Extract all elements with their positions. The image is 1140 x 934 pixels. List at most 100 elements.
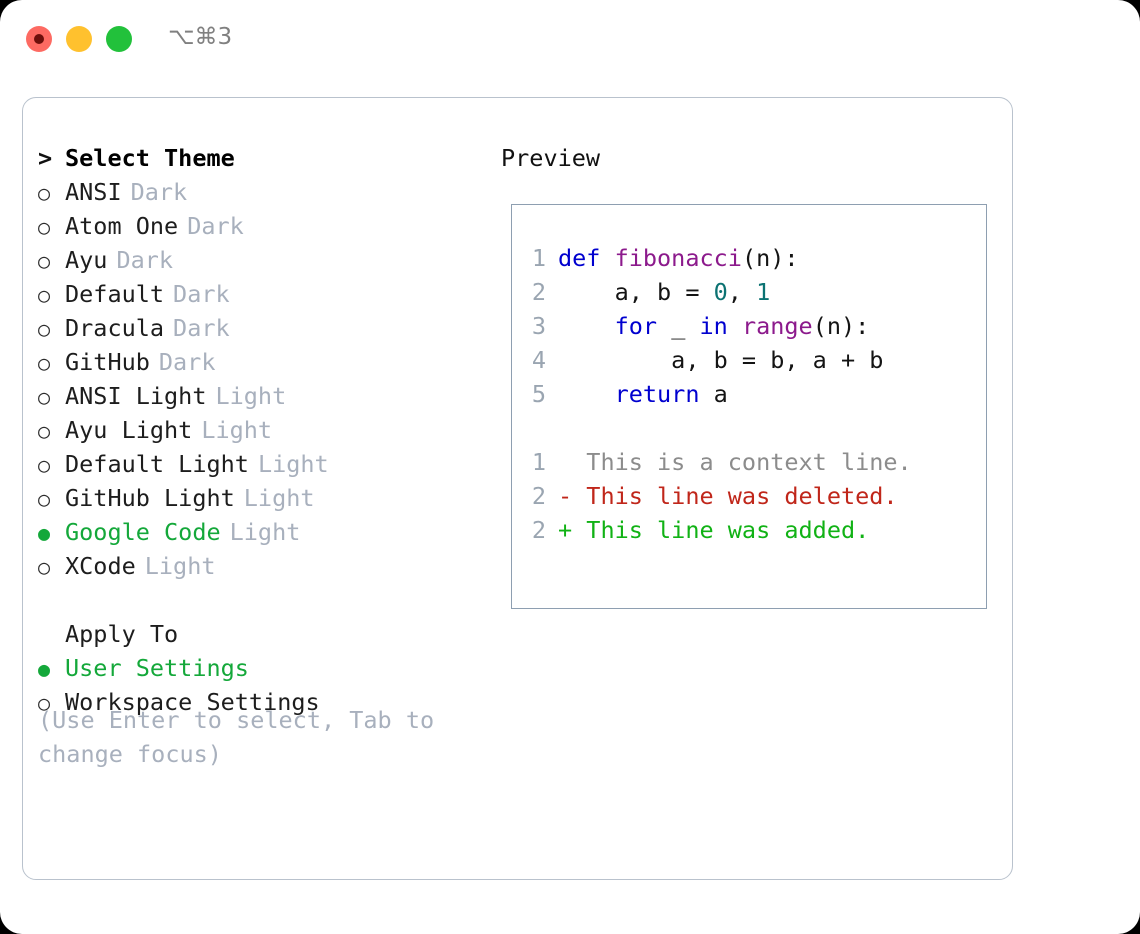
code-token: return xyxy=(558,380,714,408)
code-token: in xyxy=(699,312,742,340)
theme-option-xcode[interactable]: ○ XCode Light xyxy=(38,549,478,583)
spacer-icon: ○ xyxy=(38,618,65,652)
theme-option-ayu-light[interactable]: ○ Ayu Light Light xyxy=(38,413,478,447)
radio-unselected-icon: ○ xyxy=(38,317,51,341)
line-number: 2 xyxy=(531,516,546,544)
diff-line-del: 2 - This line was deleted. xyxy=(524,479,912,513)
keyboard-shortcut-label: ⌥⌘3 xyxy=(168,24,233,50)
radio-unselected-icon: ○ xyxy=(38,419,51,443)
line-number: 1 xyxy=(531,244,546,272)
code-line: 1 def fibonacci(n): xyxy=(524,241,912,275)
maximize-button[interactable] xyxy=(106,26,132,52)
minimize-button[interactable] xyxy=(66,26,92,52)
apply-to-option-user-settings[interactable]: ● User Settings xyxy=(38,651,478,685)
radio-unselected-icon: ○ xyxy=(38,283,51,307)
diff-line-text: + This line was added. xyxy=(558,516,870,544)
apply-to-option-label: Workspace Settings xyxy=(65,688,320,716)
theme-option-label: XCode xyxy=(65,552,136,580)
radio-unselected-icon: ○ xyxy=(38,453,51,477)
apply-to-header: ○Apply To xyxy=(38,617,478,651)
theme-option-github-light[interactable]: ○ GitHub Light Light xyxy=(38,481,478,515)
theme-option-label: Default Light xyxy=(65,450,249,478)
code-line: 4 a, b = b, a + b xyxy=(524,343,912,377)
code-token: a xyxy=(713,380,728,408)
code-token: for xyxy=(558,312,672,340)
code-token: a, b = xyxy=(558,278,714,306)
theme-option-label: Ayu Light xyxy=(65,416,193,444)
line-number: 3 xyxy=(531,312,546,340)
theme-option-label: Google Code xyxy=(65,518,221,546)
code-line: 5 return a xyxy=(524,377,912,411)
code-token: 0 xyxy=(713,278,728,306)
record-indicator-icon xyxy=(34,34,44,44)
radio-unselected-icon: ○ xyxy=(38,555,51,579)
caret-icon: > xyxy=(38,144,53,172)
theme-option-label: GitHub Light xyxy=(65,484,235,512)
code-token: range xyxy=(741,312,813,340)
preview-column: Preview 1 def fibonacci(n): 2 a, b = 0, 1 3… xyxy=(501,141,987,609)
diff-line-add: 2 + This line was added. xyxy=(524,513,912,547)
theme-variant-badge: Dark xyxy=(173,314,230,342)
diff-line-text: This is a context line. xyxy=(558,448,912,476)
close-button[interactable] xyxy=(26,26,52,52)
theme-variant-badge: Dark xyxy=(187,212,244,240)
code-token: def xyxy=(558,244,615,272)
theme-list-header-label: Select Theme xyxy=(65,144,235,172)
code-token: 1 xyxy=(756,278,771,306)
theme-option-label: Atom One xyxy=(65,212,179,240)
code-token: (n): xyxy=(741,244,799,272)
apply-to-header-label: Apply To xyxy=(65,620,179,648)
theme-option-label: ANSI xyxy=(65,178,122,206)
keyboard-hint-text: (Use Enter to select, Tab to change focu… xyxy=(38,706,435,768)
theme-option-default[interactable]: ○ Default Dark xyxy=(38,277,478,311)
line-number: 5 xyxy=(531,380,546,408)
code-line: 2 a, b = 0, 1 xyxy=(524,275,912,309)
theme-option-label: Default xyxy=(65,280,165,308)
theme-list-header: > Select Theme xyxy=(38,141,478,175)
theme-variant-badge: Dark xyxy=(116,246,174,274)
radio-unselected-icon: ○ xyxy=(38,487,51,511)
theme-option-label: ANSI Light xyxy=(65,382,207,410)
title-bar: ⌥⌘3 xyxy=(0,0,1140,78)
line-number: 4 xyxy=(531,346,546,374)
theme-option-ansi-light[interactable]: ○ ANSI Light Light xyxy=(38,379,478,413)
theme-option-label: GitHub xyxy=(65,348,150,376)
radio-unselected-icon: ○ xyxy=(38,385,51,409)
line-number: 2 xyxy=(531,482,546,510)
preview-title: Preview xyxy=(501,144,601,172)
theme-variant-badge: Dark xyxy=(158,348,216,376)
line-number: 2 xyxy=(531,278,546,306)
apply-to-option-workspace-settings[interactable]: ○ Workspace Settings xyxy=(38,685,478,719)
theme-variant-badge: Dark xyxy=(173,280,230,308)
code-token: a, b = b, a + b xyxy=(558,346,884,374)
section-spacer xyxy=(38,583,478,617)
code-token: fibonacci xyxy=(614,244,742,272)
radio-selected-icon: ● xyxy=(38,657,51,681)
code-blank-line xyxy=(524,411,912,445)
line-number: 1 xyxy=(531,448,546,476)
apply-to-option-label: User Settings xyxy=(65,654,249,682)
theme-variant-badge: Dark xyxy=(130,178,188,206)
diff-line-ctx: 1 This is a context line. xyxy=(524,445,912,479)
theme-variant-badge: Light xyxy=(215,382,287,410)
diff-line-text: - This line was deleted. xyxy=(558,482,898,510)
radio-selected-icon: ● xyxy=(38,521,51,545)
theme-variant-badge: Light xyxy=(243,484,315,512)
theme-option-label: Dracula xyxy=(65,314,165,342)
radio-unselected-icon: ○ xyxy=(38,691,51,715)
radio-unselected-icon: ○ xyxy=(38,249,51,273)
theme-variant-badge: Light xyxy=(144,552,216,580)
theme-variant-badge: Light xyxy=(201,416,273,444)
theme-option-google-code[interactable]: ● Google Code Light xyxy=(38,515,478,549)
theme-option-dracula[interactable]: ○ Dracula Dark xyxy=(38,311,478,345)
theme-variant-badge: Light xyxy=(229,518,301,546)
